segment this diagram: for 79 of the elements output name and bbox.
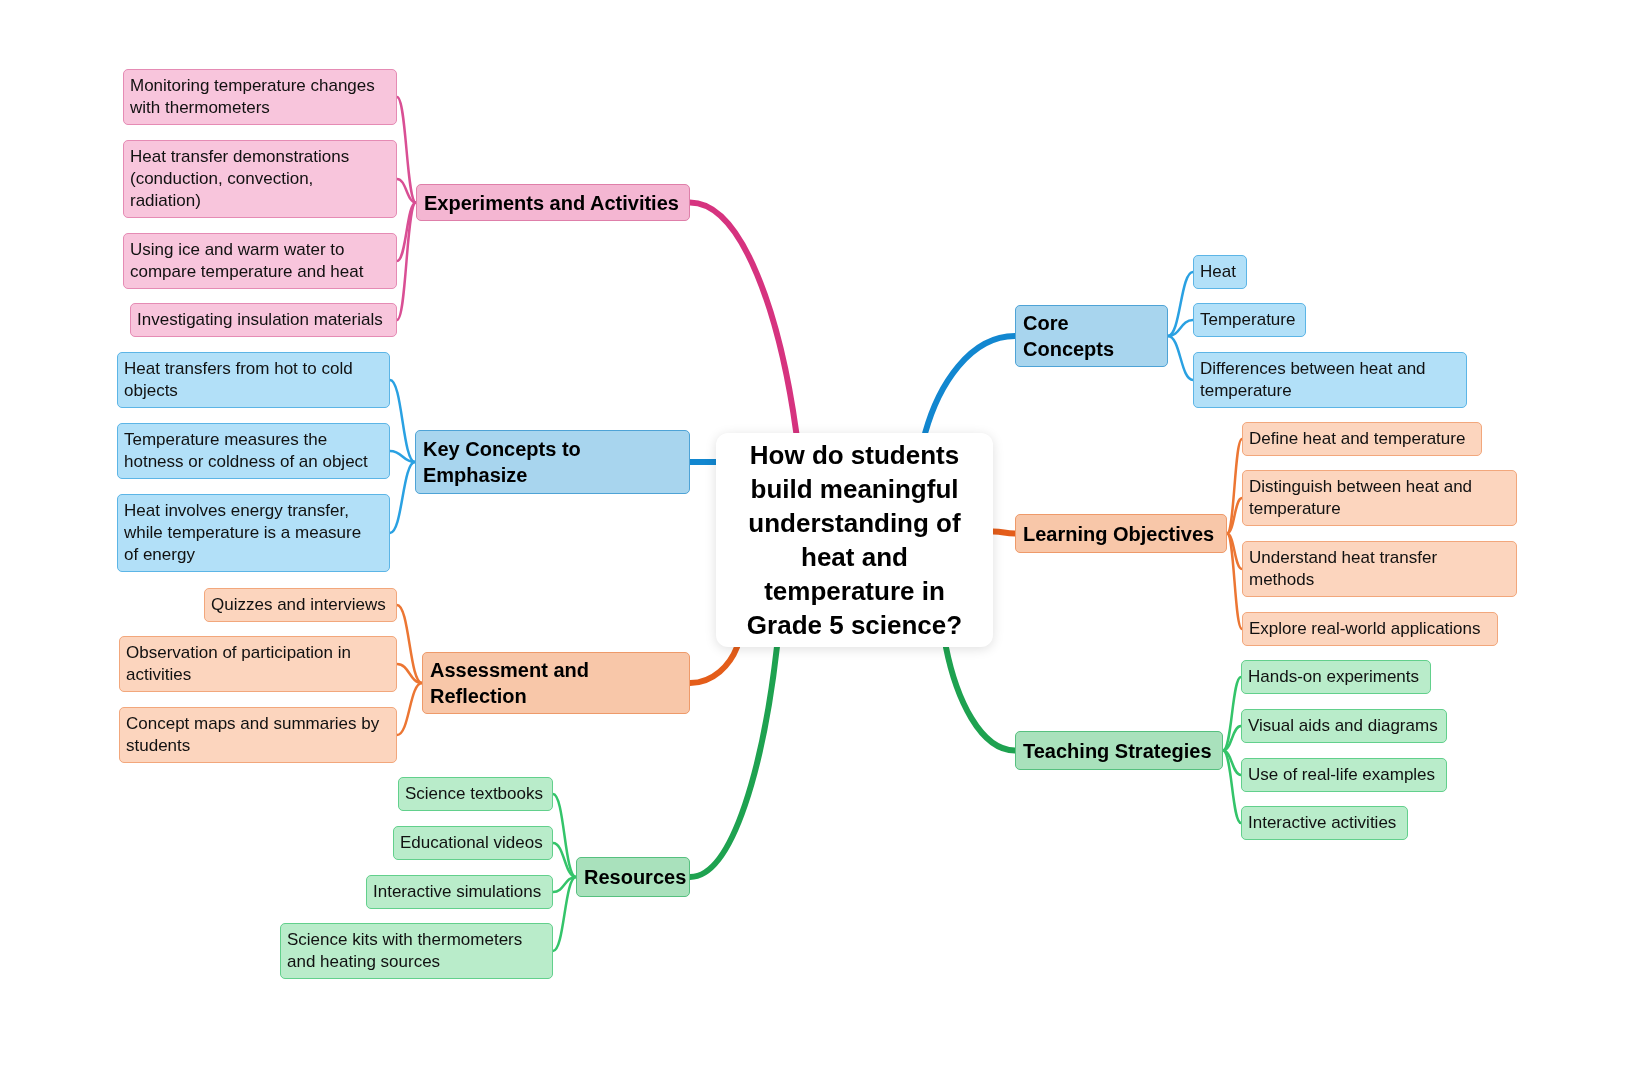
subtopic-box bbox=[1242, 422, 1482, 456]
branch-title: Resources bbox=[584, 865, 687, 890]
subtopic-box bbox=[117, 352, 390, 408]
subtopic-text: Observation of participation in activities bbox=[126, 642, 352, 686]
subtopic-text: Visual aids and diagrams bbox=[1248, 715, 1438, 737]
subtopic-text: Understand heat transfer methods bbox=[1249, 547, 1439, 591]
subtopic-text: Science textbooks bbox=[405, 783, 543, 805]
connector-line bbox=[1221, 675, 1243, 752]
connector-line bbox=[395, 201, 418, 322]
subtopic-box bbox=[280, 923, 553, 979]
subtopic-box bbox=[393, 826, 553, 860]
subtopic-box bbox=[366, 875, 553, 909]
subtopic-box bbox=[117, 494, 390, 572]
subtopic-box bbox=[117, 423, 390, 479]
subtopic-text: Temperature bbox=[1200, 309, 1296, 331]
branch-title: Teaching Strategies bbox=[1023, 738, 1212, 764]
subtopic-text: Using ice and warm water to compare temperature and heat bbox=[130, 239, 365, 283]
branch-title: Key Concepts to Emphasize bbox=[423, 437, 582, 488]
subtopic-text: Heat involves energy transfer, while temperature is a measure of energy bbox=[124, 500, 363, 566]
branch-topic-box bbox=[416, 184, 690, 221]
subtopic-text: Define heat and temperature bbox=[1249, 428, 1466, 450]
subtopic-box bbox=[123, 140, 397, 218]
branch-topic-box bbox=[422, 652, 690, 714]
connector-line bbox=[1225, 532, 1244, 631]
connector-line bbox=[388, 460, 417, 535]
subtopic-text: Explore real-world applications bbox=[1249, 618, 1481, 640]
subtopic-text: Monitoring temperature changes with thermometers bbox=[130, 75, 376, 119]
central-question: How do students build meaningful understanding of heat and temperature in Grade 5 science? bbox=[745, 439, 964, 642]
connector-line bbox=[395, 95, 418, 204]
subtopic-box bbox=[1242, 470, 1517, 526]
subtopic-box bbox=[1241, 758, 1447, 792]
subtopic-text: Heat transfers from hot to cold objects bbox=[124, 358, 354, 402]
connector-line bbox=[1221, 749, 1243, 825]
subtopic-text: Heat transfer demonstrations (conduction, convection, radiation) bbox=[130, 146, 351, 212]
subtopic-box bbox=[398, 777, 553, 811]
branch-topic-box bbox=[1015, 514, 1227, 553]
subtopic-text: Science kits with thermometers and heating sources bbox=[287, 929, 524, 973]
subtopic-text: Heat bbox=[1200, 261, 1236, 283]
subtopic-text: Interactive simulations bbox=[373, 881, 542, 903]
connector-line bbox=[551, 792, 578, 879]
subtopic-box bbox=[1193, 303, 1306, 337]
central-topic-box bbox=[716, 433, 993, 647]
subtopic-text: Temperature measures the hotness or coldness of an object bbox=[124, 429, 369, 473]
subtopic-text: Quizzes and interviews bbox=[211, 594, 386, 616]
subtopic-text: Hands-on experiments bbox=[1248, 666, 1420, 688]
subtopic-box bbox=[1242, 541, 1517, 597]
branch-title: Assessment and Reflection bbox=[430, 658, 590, 709]
connector-line bbox=[388, 378, 417, 464]
branch-topic-box bbox=[415, 430, 690, 494]
subtopic-text: Interactive activities bbox=[1248, 812, 1397, 834]
connector-line bbox=[551, 875, 578, 953]
subtopic-box bbox=[204, 588, 397, 622]
subtopic-box bbox=[1241, 660, 1431, 694]
subtopic-box bbox=[1193, 255, 1247, 289]
subtopic-text: Investigating insulation materials bbox=[137, 309, 383, 331]
branch-title: Experiments and Activities bbox=[424, 190, 679, 216]
connector-line bbox=[395, 662, 424, 685]
branch-title: Learning Objectives bbox=[1023, 521, 1215, 547]
branch-title: Core Concepts bbox=[1023, 311, 1116, 362]
subtopic-box bbox=[123, 69, 397, 125]
subtopic-box bbox=[123, 233, 397, 289]
branch-topic-box bbox=[1015, 731, 1223, 770]
connector-line bbox=[395, 681, 424, 737]
subtopic-box bbox=[1241, 709, 1447, 743]
subtopic-box bbox=[119, 707, 397, 763]
subtopic-box bbox=[119, 636, 397, 692]
branch-topic-box bbox=[576, 857, 690, 897]
subtopic-box bbox=[1241, 806, 1408, 840]
subtopic-box bbox=[1193, 352, 1467, 408]
subtopic-text: Distinguish between heat and temperature bbox=[1249, 476, 1474, 520]
branch-topic-box bbox=[1015, 305, 1168, 367]
connector-line bbox=[1166, 334, 1195, 382]
subtopic-text: Concept maps and summaries by students bbox=[126, 713, 381, 757]
connector-line bbox=[1166, 270, 1195, 338]
subtopic-text: Use of real-life examples bbox=[1248, 764, 1436, 786]
subtopic-text: Differences between heat and temperature bbox=[1200, 358, 1427, 402]
subtopic-box bbox=[1242, 612, 1498, 646]
subtopic-box bbox=[130, 303, 397, 337]
subtopic-text: Educational videos bbox=[400, 832, 543, 854]
